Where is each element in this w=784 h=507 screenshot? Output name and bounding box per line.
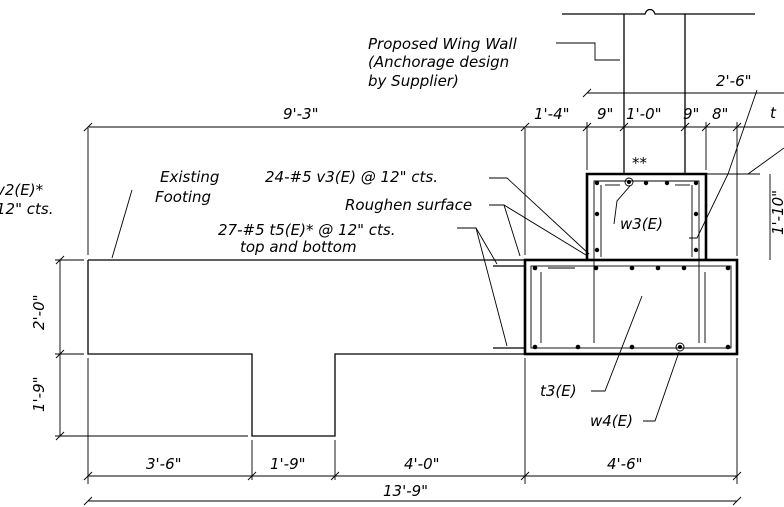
v2-bars-note-line2: 12" cts.: [0, 200, 53, 218]
w4-label: w4(E): [590, 412, 633, 430]
dim-13-9: 13'-9": [383, 482, 428, 500]
wing-wall-note-line2: (Anchorage design: [368, 53, 509, 71]
w3-label: w3(E): [620, 215, 663, 233]
dim-9a: 9": [597, 105, 613, 123]
v3-bars-note: 24-#5 v3(E) @ 12" cts.: [265, 168, 438, 186]
dim-1-0: 1'-0": [626, 105, 662, 123]
existing-footing-label-2: Footing: [155, 188, 211, 206]
leader-lines: [111, 42, 784, 422]
dim-9b: 9": [683, 105, 699, 123]
existing-footing-outline: [87, 259, 525, 437]
roughen-surface-note: Roughen surface: [345, 196, 472, 214]
wing-wall-note-line3: by Supplier): [368, 72, 459, 90]
dimension-lines: [55, 88, 784, 506]
dim-2-0: 2'-0": [30, 294, 48, 330]
t3-label: t3(E): [540, 382, 577, 400]
dim-3-6: 3'-6": [146, 455, 182, 473]
t5-bar-ends: [493, 265, 575, 349]
proposed-wing-wall: [562, 8, 760, 175]
dim-1-9-left: 1'-9": [30, 376, 48, 412]
dim-9-3: 9'-3": [283, 105, 319, 123]
dim-2-6: 2'-6": [716, 72, 752, 90]
existing-footing-label-1: Existing: [160, 168, 219, 186]
dim-4-6: 4'-6": [607, 455, 643, 473]
t-label: t: [770, 104, 777, 122]
dim-1-10: 1'-10": [769, 190, 784, 235]
footing-extension: [523, 258, 739, 356]
t5-bars-note-line1: 27-#5 t5(E)* @ 12" cts.: [218, 221, 396, 239]
wall-pedestal: [585, 172, 708, 343]
t5-bars-note-line2: top and bottom: [240, 238, 357, 256]
dim-1-4: 1'-4": [534, 105, 570, 123]
dim-8: 8": [712, 105, 728, 123]
wing-wall-note-line1: Proposed Wing Wall: [368, 35, 518, 53]
double-star-note: **: [632, 154, 648, 172]
v2-bars-note-line1: v2(E)*: [0, 181, 44, 199]
dim-1-9-bottom: 1'-9": [270, 455, 306, 473]
wing-wall-note: Proposed Wing Wall (Anchorage design by …: [368, 35, 518, 90]
dim-4-0: 4'-0": [404, 455, 440, 473]
